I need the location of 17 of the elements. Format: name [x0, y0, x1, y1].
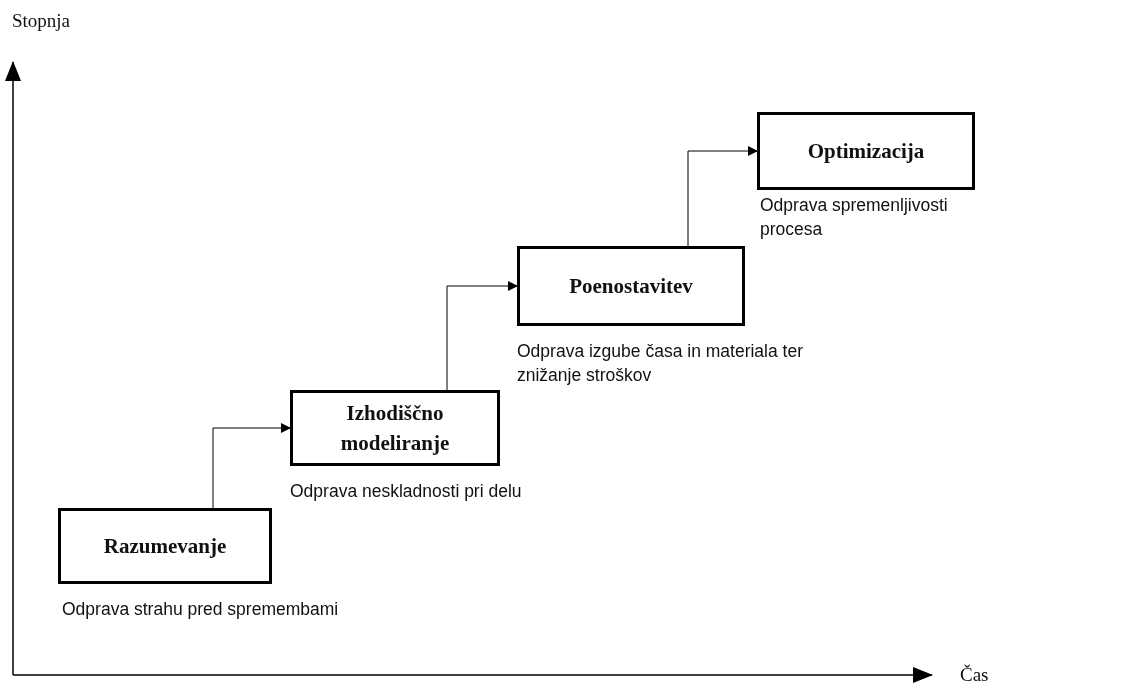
- stage-box: [290, 390, 500, 466]
- arrow: [212, 423, 291, 509]
- arrow: [446, 281, 518, 391]
- stage-box: [757, 112, 975, 190]
- stage-description: Odprava izgube časa in materiala ter znižanje stroškov: [517, 340, 804, 387]
- axis-label: Stopnja: [12, 10, 71, 32]
- stage-title: Optimizacija: [807, 137, 925, 165]
- axis-label: Čas: [960, 664, 989, 686]
- stage-description: Odprava neskladnosti pri delu: [290, 480, 523, 503]
- arrow: [687, 146, 758, 247]
- stage-title: Razumevanje: [103, 532, 227, 560]
- stage-title: Poenostavitev: [569, 272, 693, 300]
- stage-title: Izhodiščno modeliranje: [339, 399, 451, 457]
- stage-description: Odprava strahu pred spremembami: [62, 598, 340, 621]
- stage-box: [517, 246, 745, 326]
- stage-description: Odprava spremenljivosti procesa: [760, 194, 949, 241]
- stage-box: [58, 508, 272, 584]
